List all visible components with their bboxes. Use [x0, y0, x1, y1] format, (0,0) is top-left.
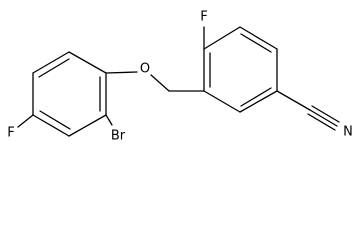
bond	[239, 90, 278, 113]
fluorine-label-right: F	[200, 10, 207, 25]
oxygen-label: O	[140, 62, 150, 77]
bond	[32, 51, 70, 74]
bond-ch2-o	[150, 74, 170, 92]
bond	[239, 26, 278, 50]
fluorine-label-left: F	[7, 126, 14, 141]
nitrile-triple-bond	[311, 105, 340, 123]
double-bond-inner	[240, 87, 272, 107]
bond	[32, 114, 70, 137]
molecule-drawing: F N O F Br	[7, 10, 353, 144]
bond-c-br	[105, 114, 113, 126]
bond	[68, 51, 107, 74]
double-bond-inner	[38, 58, 70, 78]
bond	[68, 114, 107, 137]
bond-c-f-left	[17, 114, 34, 128]
nitrile-triple-bond	[309, 109, 338, 127]
double-bond-inner	[39, 110, 71, 130]
bond	[203, 26, 241, 50]
bond	[203, 90, 241, 113]
nitrile-triple-bond	[307, 113, 336, 131]
bond-o-ring	[105, 71, 138, 74]
bromine-label: Br	[111, 129, 126, 144]
right-ring	[203, 26, 278, 113]
chemical-structure: F N O F Br	[7, 10, 353, 144]
double-bond-inner	[240, 33, 272, 53]
left-ring	[32, 51, 107, 137]
nitrogen-label: N	[343, 125, 353, 140]
bond-ring-nitrile	[276, 90, 311, 111]
